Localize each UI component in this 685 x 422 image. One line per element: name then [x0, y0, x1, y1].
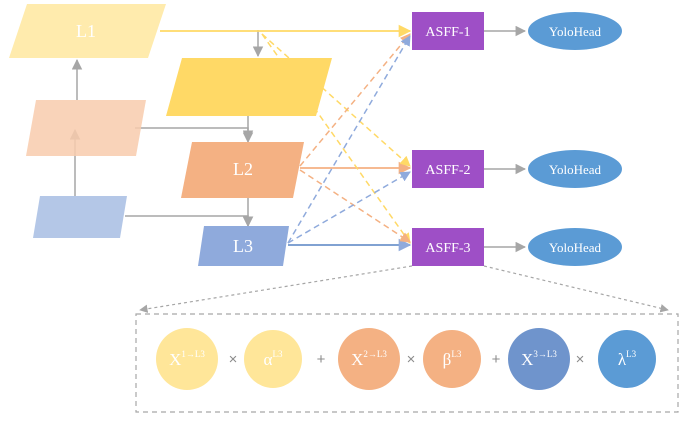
yolohead-2	[528, 150, 622, 188]
term-beta: βL3	[443, 349, 462, 369]
yolohead-3-label: YoloHead	[549, 240, 602, 255]
l1-label: L1	[76, 21, 96, 41]
operator-plus-1: +	[317, 351, 326, 368]
l3-label: L3	[233, 236, 253, 256]
term-x3-circle	[508, 328, 570, 390]
dash-l2-to-asff3	[299, 169, 411, 243]
dash-l1-to-asff2	[261, 33, 411, 167]
term-x2: X2→L3	[351, 349, 387, 369]
dash-l3-to-asff2	[287, 171, 411, 244]
neck-yellow-feature-map	[166, 58, 332, 116]
arrow-peach-to-l2	[135, 127, 254, 142]
term-lambda-circle	[598, 330, 656, 388]
term-x3: X3→L3	[521, 349, 557, 369]
l2-feature-map	[181, 142, 304, 198]
l1-feature-map	[9, 4, 166, 58]
yolohead-2-label: YoloHead	[549, 162, 602, 177]
operator-plus-2: +	[492, 351, 501, 368]
term-alpha: αL3	[264, 349, 283, 369]
asff-1-box	[412, 12, 484, 50]
operator-times-3: ×	[576, 351, 585, 368]
backbone-peach-feature-map	[26, 100, 146, 156]
dash-l2-to-asff1	[299, 33, 411, 167]
yolohead-1	[528, 12, 622, 50]
asff-3-box	[412, 228, 484, 266]
term-x2-circle	[338, 328, 400, 390]
backbone-blue-feature-map	[33, 196, 127, 238]
yolohead-3	[528, 228, 622, 266]
l2-label: L2	[233, 159, 253, 179]
asff-2-label: ASFF-2	[425, 163, 470, 178]
callout-left-line	[139, 265, 413, 313]
yolohead-1-label: YoloHead	[549, 24, 602, 39]
l3-feature-map	[198, 226, 289, 266]
term-alpha-circle	[244, 330, 302, 388]
arrow-blue-to-l3	[125, 215, 254, 228]
operator-times-2: ×	[407, 351, 416, 368]
operator-times-1: ×	[229, 351, 238, 368]
term-x1-circle	[156, 328, 218, 390]
formula-box	[135, 313, 679, 413]
term-lambda: λL3	[618, 349, 637, 369]
term-x1: X1→L3	[169, 349, 205, 369]
asff-1-label: ASFF-1	[425, 25, 470, 40]
asff-3-label: ASFF-3	[425, 241, 470, 256]
term-beta-circle	[423, 330, 481, 388]
callout-right-line	[483, 265, 669, 313]
dash-l3-to-asff1	[287, 35, 411, 244]
asff-2-box	[412, 150, 484, 188]
